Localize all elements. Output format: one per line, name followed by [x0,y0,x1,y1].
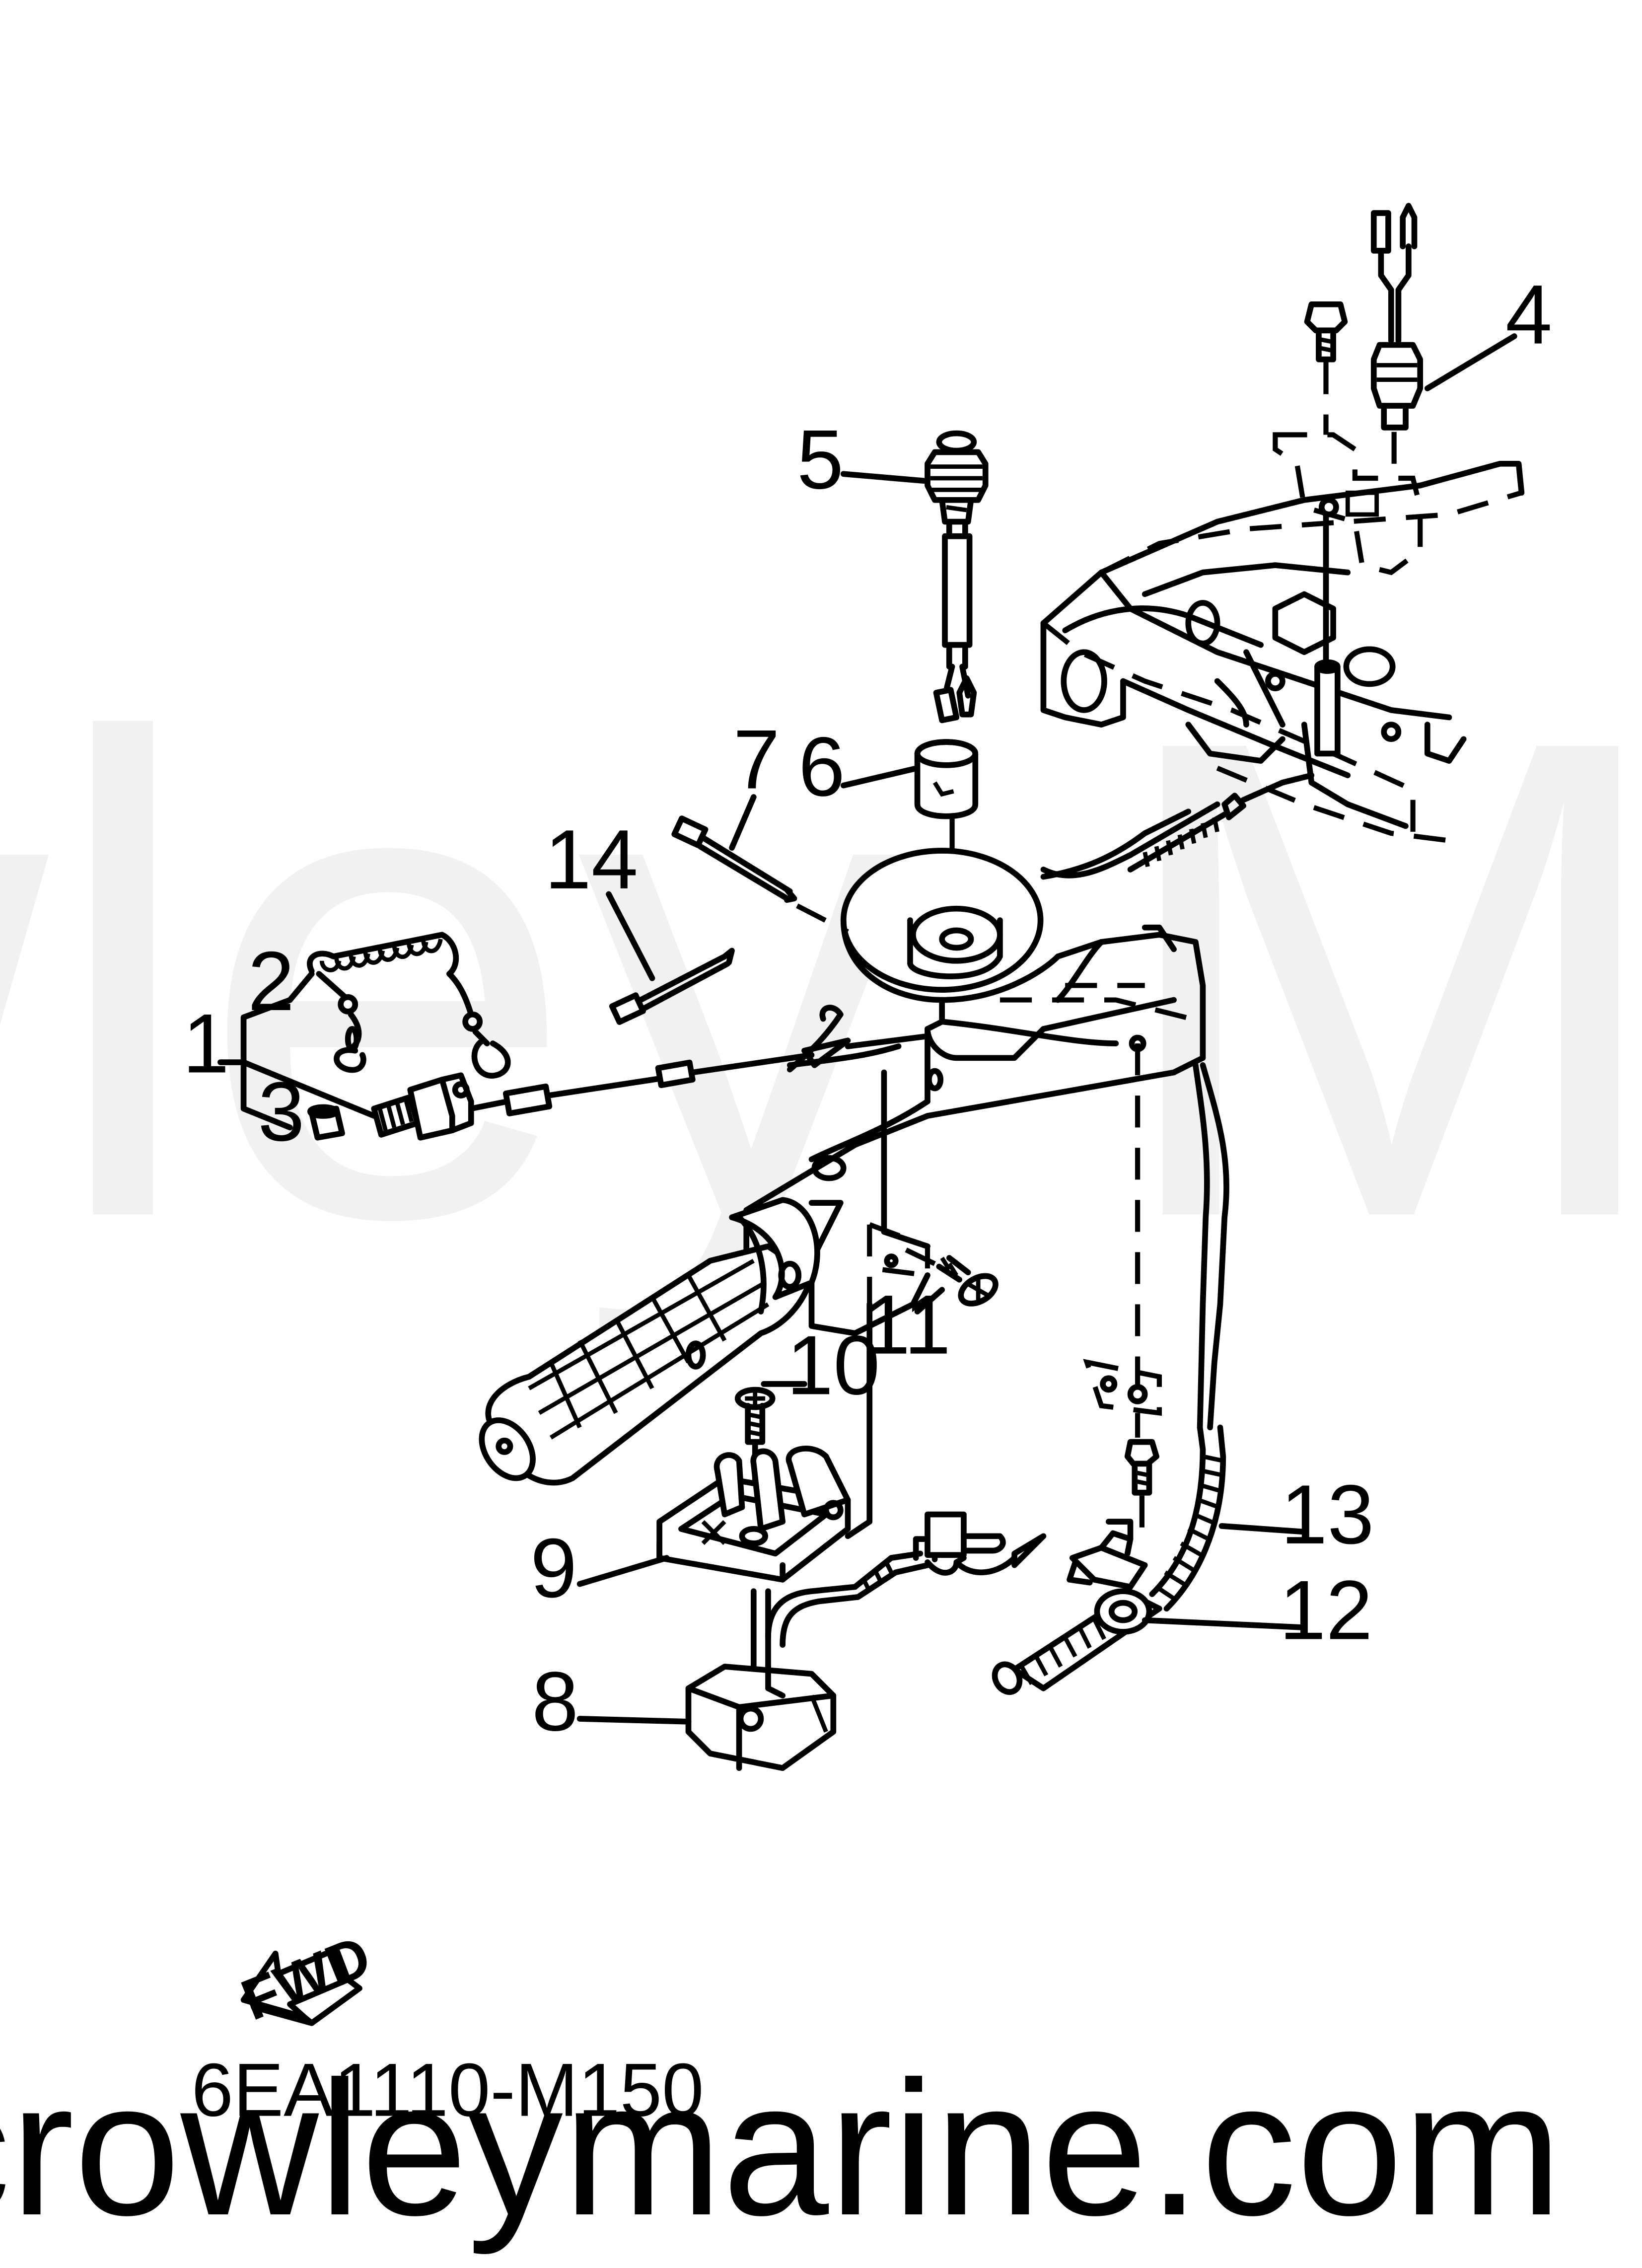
throttle-rod [1040,772,1315,878]
part-5-switch [925,430,989,724]
callout-4: 4 [1505,268,1552,362]
fwd-arrow-icon: FWD [232,1923,379,2033]
part-1-stop-switch [371,1005,930,1141]
leader-lines [217,333,1517,1725]
part-2-lanyard [307,932,511,1079]
part-14-cable-tie [609,948,735,1025]
diagram-code: 6EA1110-M150 [192,2049,704,2132]
callout-1: 1 [183,996,229,1090]
part-8-unit [685,1511,1047,1771]
part-12-clamp [992,1519,1162,1695]
callout-labels: 4 5 6 7 14 2 1 3 11 10 9 8 13 12 [183,268,1552,1749]
callout-12: 12 [1279,1563,1372,1657]
callout-3: 3 [258,1065,304,1159]
bolt-top [1304,301,1348,435]
callout-5: 5 [797,412,844,506]
part-3-cap [307,1104,345,1141]
callout-2: 2 [248,934,294,1028]
mounting-plate [1273,432,1423,757]
callout-10: 10 [786,1318,880,1412]
part-13-tube [1149,1424,1226,1612]
callout-8: 8 [532,1654,578,1748]
site-footer: crowleymarine.com [0,2041,1562,2256]
callout-7: 7 [733,713,780,806]
part-9-holder [656,1446,851,1583]
throttle-grip [479,1197,820,1486]
engine-bracket [1040,460,1525,843]
bracket-clip [1083,1359,1162,1529]
callout-13: 13 [1281,1467,1374,1561]
callout-14: 14 [545,812,638,906]
callout-6: 6 [798,720,845,813]
part-7-cable-tie [671,815,849,934]
steering-handle-body [743,808,1229,1431]
part-4-switch [1370,203,1424,464]
part-11-screw [897,1244,999,1307]
callout-11: 11 [863,1278,951,1372]
callout-9: 9 [530,1521,577,1615]
